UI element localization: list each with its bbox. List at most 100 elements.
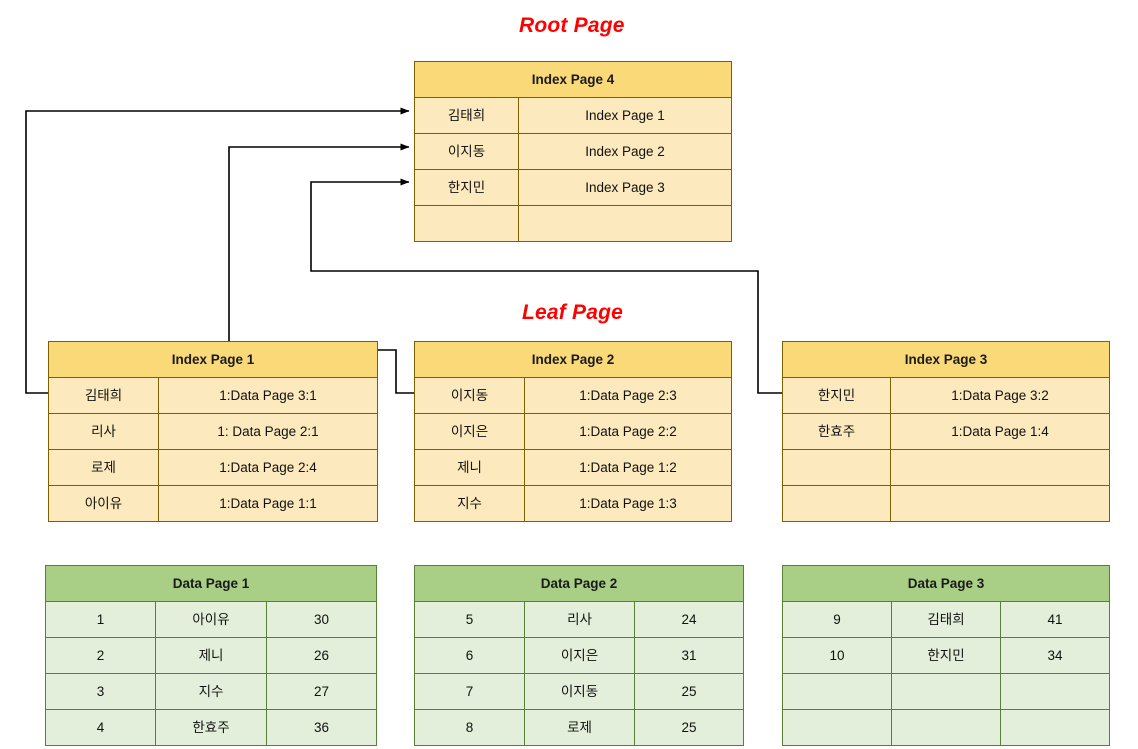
data-page-2-header: Data Page 2 (413, 565, 745, 602)
leaf-pointer-cell: 1: Data Page 2:1 (157, 413, 379, 450)
table-row: 제니 1:Data Page 1:2 (414, 449, 733, 486)
data-name-cell: 이지은 (524, 637, 635, 674)
data-name-cell: 김태희 (891, 601, 1001, 638)
data-name-cell (891, 673, 1001, 710)
leaf-pointer-cell: 1:Data Page 2:4 (157, 449, 379, 486)
leaf-key-cell (782, 449, 891, 486)
root-pointer-cell: Index Page 1 (517, 97, 733, 134)
leaf-key-cell (782, 485, 891, 522)
data-name-cell (891, 709, 1001, 746)
table-row: 9 김태희 41 (782, 601, 1111, 638)
data-page-3-header: Data Page 3 (781, 565, 1111, 602)
table-row: 이지은 1:Data Page 2:2 (414, 413, 733, 450)
table-row (782, 449, 1111, 486)
table-row: 5 리사 24 (414, 601, 745, 638)
table-row: 한효주 1:Data Page 1:4 (782, 413, 1111, 450)
leaf-key-cell: 한효주 (782, 413, 891, 450)
data-age-cell: 36 (265, 709, 378, 746)
root-key-cell: 김태희 (414, 97, 519, 134)
leaf-index-page-1-table: Index Page 1 김태희 1:Data Page 3:1 리사 1: D… (47, 341, 379, 522)
data-id-cell: 5 (414, 601, 525, 638)
leaf-pointer-cell: 1:Data Page 2:3 (523, 377, 733, 414)
data-id-cell: 7 (414, 673, 525, 710)
data-id-cell: 6 (414, 637, 525, 674)
leaf-pointer-cell: 1:Data Page 2:2 (523, 413, 733, 450)
leaf-pointer-cell: 1:Data Page 1:2 (523, 449, 733, 486)
table-row (782, 709, 1111, 746)
root-pointer-cell: Index Page 3 (517, 169, 733, 206)
table-row: 1 아이유 30 (45, 601, 378, 638)
leaf-key-cell: 로제 (48, 449, 159, 486)
data-age-cell (999, 673, 1111, 710)
data-age-cell: 31 (633, 637, 745, 674)
table-row: 김태희 1:Data Page 3:1 (48, 377, 379, 414)
data-id-cell: 9 (782, 601, 892, 638)
leaf-pointer-cell: 1:Data Page 1:4 (889, 413, 1111, 450)
data-id-cell (782, 709, 892, 746)
leaf-key-cell: 한지민 (782, 377, 891, 414)
table-row: 로제 1:Data Page 2:4 (48, 449, 379, 486)
root-pointer-cell (517, 205, 733, 242)
leaf-key-cell: 이지은 (414, 413, 525, 450)
leaf-page-2-header: Index Page 2 (413, 341, 733, 378)
data-id-cell (782, 673, 892, 710)
leaf-pointer-cell: 1:Data Page 1:3 (523, 485, 733, 522)
table-row: 아이유 1:Data Page 1:1 (48, 485, 379, 522)
table-row: 2 제니 26 (45, 637, 378, 674)
leaf-key-cell: 이지동 (414, 377, 525, 414)
table-header-row: Data Page 2 (413, 565, 745, 602)
data-id-cell: 8 (414, 709, 525, 746)
table-row (782, 485, 1111, 522)
table-row: 7 이지동 25 (414, 673, 745, 710)
data-age-cell: 41 (999, 601, 1111, 638)
root-pointer-cell: Index Page 2 (517, 133, 733, 170)
table-header-row: Index Page 4 (413, 61, 733, 98)
table-row: 한지민 1:Data Page 3:2 (782, 377, 1111, 414)
table-row: 이지동 Index Page 2 (414, 133, 733, 170)
data-name-cell: 로제 (524, 709, 635, 746)
leaf-page-title: Leaf Page (522, 301, 624, 324)
leaf-key-cell: 아이유 (48, 485, 159, 522)
table-row (782, 673, 1111, 710)
table-header-row: Data Page 3 (781, 565, 1111, 602)
table-row: 6 이지은 31 (414, 637, 745, 674)
data-age-cell: 30 (265, 601, 378, 638)
data-id-cell: 4 (45, 709, 156, 746)
data-age-cell: 27 (265, 673, 378, 710)
root-key-cell: 이지동 (414, 133, 519, 170)
leaf-pointer-cell (889, 485, 1111, 522)
data-name-cell: 이지동 (524, 673, 635, 710)
table-row: 이지동 1:Data Page 2:3 (414, 377, 733, 414)
data-name-cell: 한효주 (155, 709, 267, 746)
leaf-key-cell: 제니 (414, 449, 525, 486)
leaf-key-cell: 리사 (48, 413, 159, 450)
leaf-pointer-cell: 1:Data Page 1:1 (157, 485, 379, 522)
table-row: 김태희 Index Page 1 (414, 97, 733, 134)
table-header-row: Index Page 1 (47, 341, 379, 378)
data-age-cell: 34 (999, 637, 1111, 674)
root-key-cell (414, 205, 519, 242)
data-id-cell: 3 (45, 673, 156, 710)
data-age-cell: 26 (265, 637, 378, 674)
leaf-key-cell: 김태희 (48, 377, 159, 414)
table-row: 지수 1:Data Page 1:3 (414, 485, 733, 522)
leaf-pointer-cell: 1:Data Page 3:2 (889, 377, 1111, 414)
data-age-cell (999, 709, 1111, 746)
leaf-key-cell: 지수 (414, 485, 525, 522)
data-id-cell: 10 (782, 637, 892, 674)
table-row: 8 로제 25 (414, 709, 745, 746)
data-age-cell: 24 (633, 601, 745, 638)
data-name-cell: 제니 (155, 637, 267, 674)
data-page-1-header: Data Page 1 (44, 565, 378, 602)
root-page-header: Index Page 4 (413, 61, 733, 98)
leaf-page-3-header: Index Page 3 (781, 341, 1111, 378)
table-header-row: Index Page 2 (413, 341, 733, 378)
data-page-3-table: Data Page 3 9 김태희 41 10 한지민 34 (781, 565, 1111, 746)
table-row: 한지민 Index Page 3 (414, 169, 733, 206)
data-page-1-table: Data Page 1 1 아이유 30 2 제니 26 3 지수 27 4 한… (44, 565, 378, 746)
leaf-pointer-cell: 1:Data Page 3:1 (157, 377, 379, 414)
data-id-cell: 2 (45, 637, 156, 674)
data-name-cell: 아이유 (155, 601, 267, 638)
table-row: 4 한효주 36 (45, 709, 378, 746)
